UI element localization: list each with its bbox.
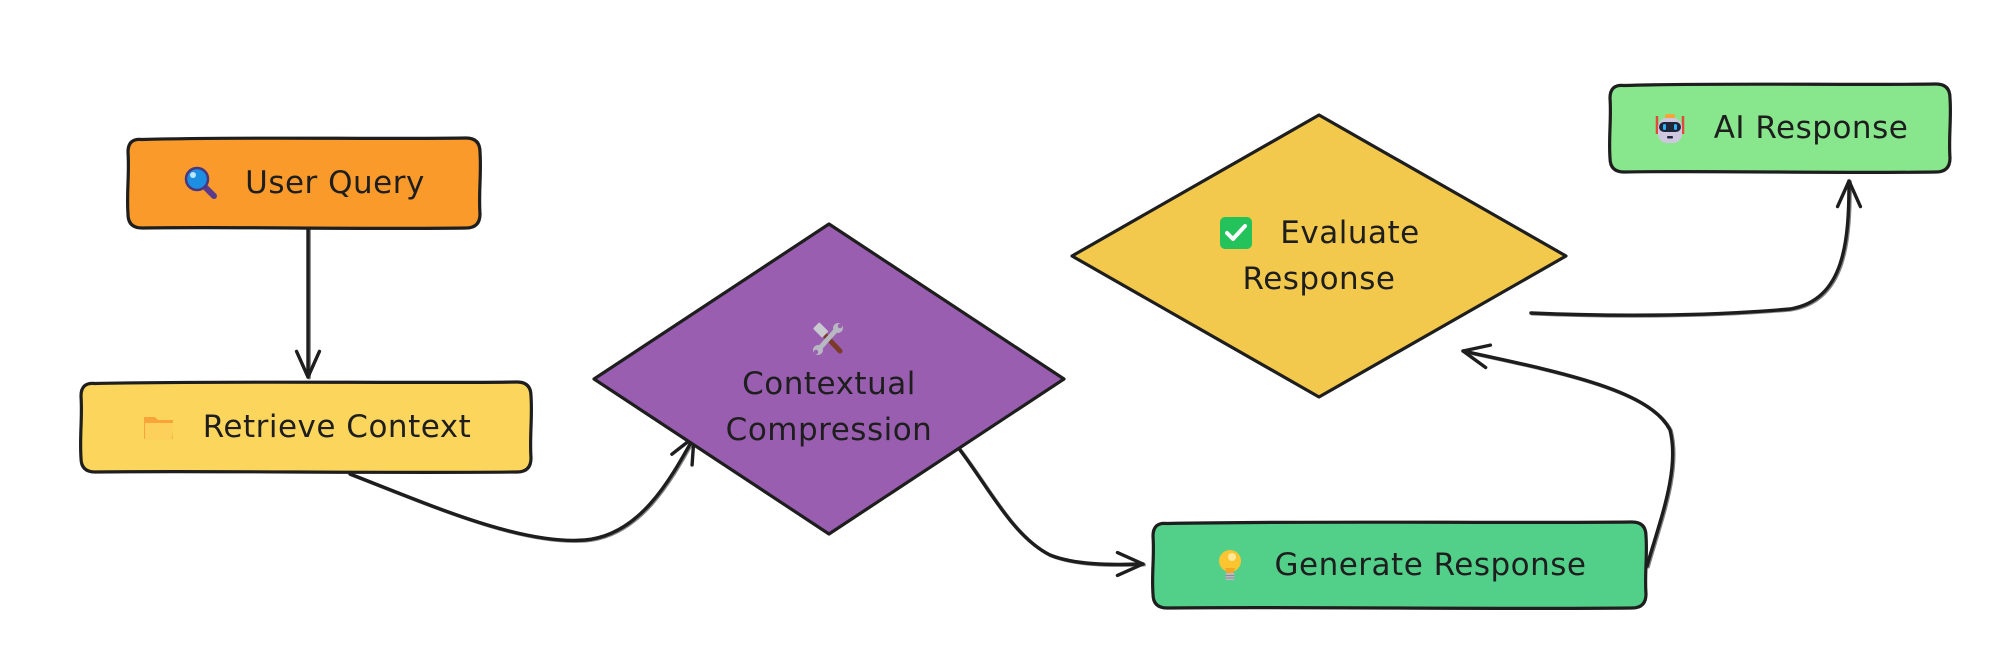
arrowhead-icon [294, 349, 322, 379]
edge-user-query-to-retrieve-context [294, 227, 322, 380]
arrowhead-icon [1115, 550, 1145, 578]
connector-line-sketch [349, 436, 697, 543]
edges-layer [294, 179, 1863, 578]
ai-response-box[interactable] [1607, 82, 1953, 175]
connector-line [951, 439, 1145, 567]
connector-line-sketch [952, 440, 1146, 567]
arrowhead-icon [1835, 179, 1863, 209]
nodes-layer [78, 82, 1953, 611]
edge-generate-response-to-evaluate-response [1461, 343, 1676, 569]
node-evaluate-response[interactable] [1070, 113, 1568, 399]
user-query-box[interactable] [125, 136, 483, 231]
connector-line-sketch [1530, 180, 1852, 318]
edge-evaluate-response-to-ai-response [1529, 179, 1863, 318]
node-generate-response[interactable] [1150, 520, 1649, 611]
generate-response-box[interactable] [1150, 520, 1649, 611]
retrieve-context-box[interactable] [78, 380, 534, 475]
connector-line [1529, 179, 1851, 317]
node-user-query[interactable] [125, 136, 483, 231]
edge-contextual-compression-to-generate-response [951, 439, 1146, 578]
evaluate-response-diamond[interactable] [1070, 113, 1568, 399]
contextual-compression-diamond[interactable] [592, 222, 1066, 536]
arrowhead-icon [1461, 343, 1493, 370]
node-contextual-compression[interactable] [592, 222, 1066, 536]
node-retrieve-context[interactable] [78, 380, 534, 475]
node-ai-response[interactable] [1607, 82, 1953, 175]
connector-line-sketch [1462, 350, 1676, 569]
